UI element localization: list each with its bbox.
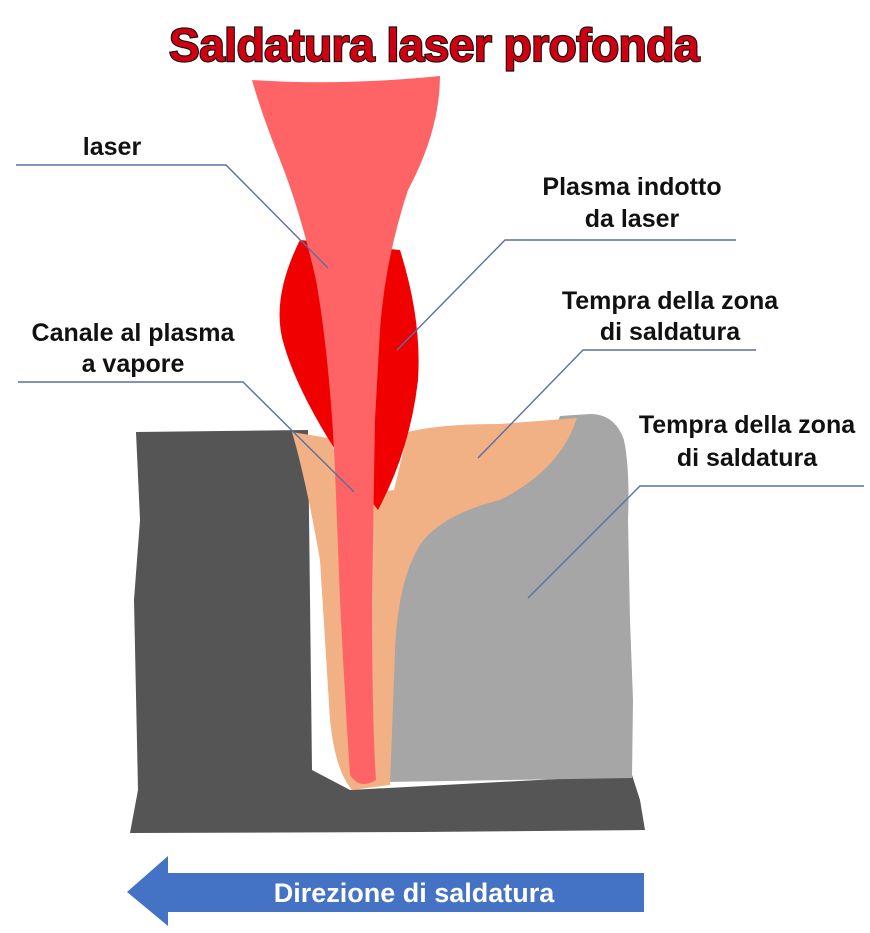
label-plasma-line2: da laser xyxy=(585,205,680,233)
label-canale-line1: Canale al plasma xyxy=(32,319,236,347)
leader-line-canale xyxy=(18,381,355,493)
label-laser: laser xyxy=(83,133,142,161)
welding-direction-arrow xyxy=(127,856,644,926)
laser-beam xyxy=(252,76,440,784)
leader-line-tempra-2 xyxy=(527,485,864,599)
label-tempra-1-line2: di saldatura xyxy=(600,318,741,346)
leader-line-laser xyxy=(16,164,329,269)
label-plasma-line1: Plasma indotto xyxy=(542,173,721,201)
workpiece-block xyxy=(130,430,645,833)
label-tempra-2-line2: di saldatura xyxy=(677,444,818,472)
leader-line-plasma xyxy=(396,239,736,351)
welding-direction-label: Direzione di saldatura xyxy=(274,878,556,908)
diagram-title: Saldatura laser profonda xyxy=(169,19,700,71)
label-tempra-2-line1: Tempra della zona xyxy=(639,411,856,439)
label-canale-line2: a vapore xyxy=(82,350,185,378)
heat-affected-zone xyxy=(385,414,633,782)
leader-line-tempra-1 xyxy=(477,349,756,459)
label-tempra-1-line1: Tempra della zona xyxy=(562,287,779,315)
